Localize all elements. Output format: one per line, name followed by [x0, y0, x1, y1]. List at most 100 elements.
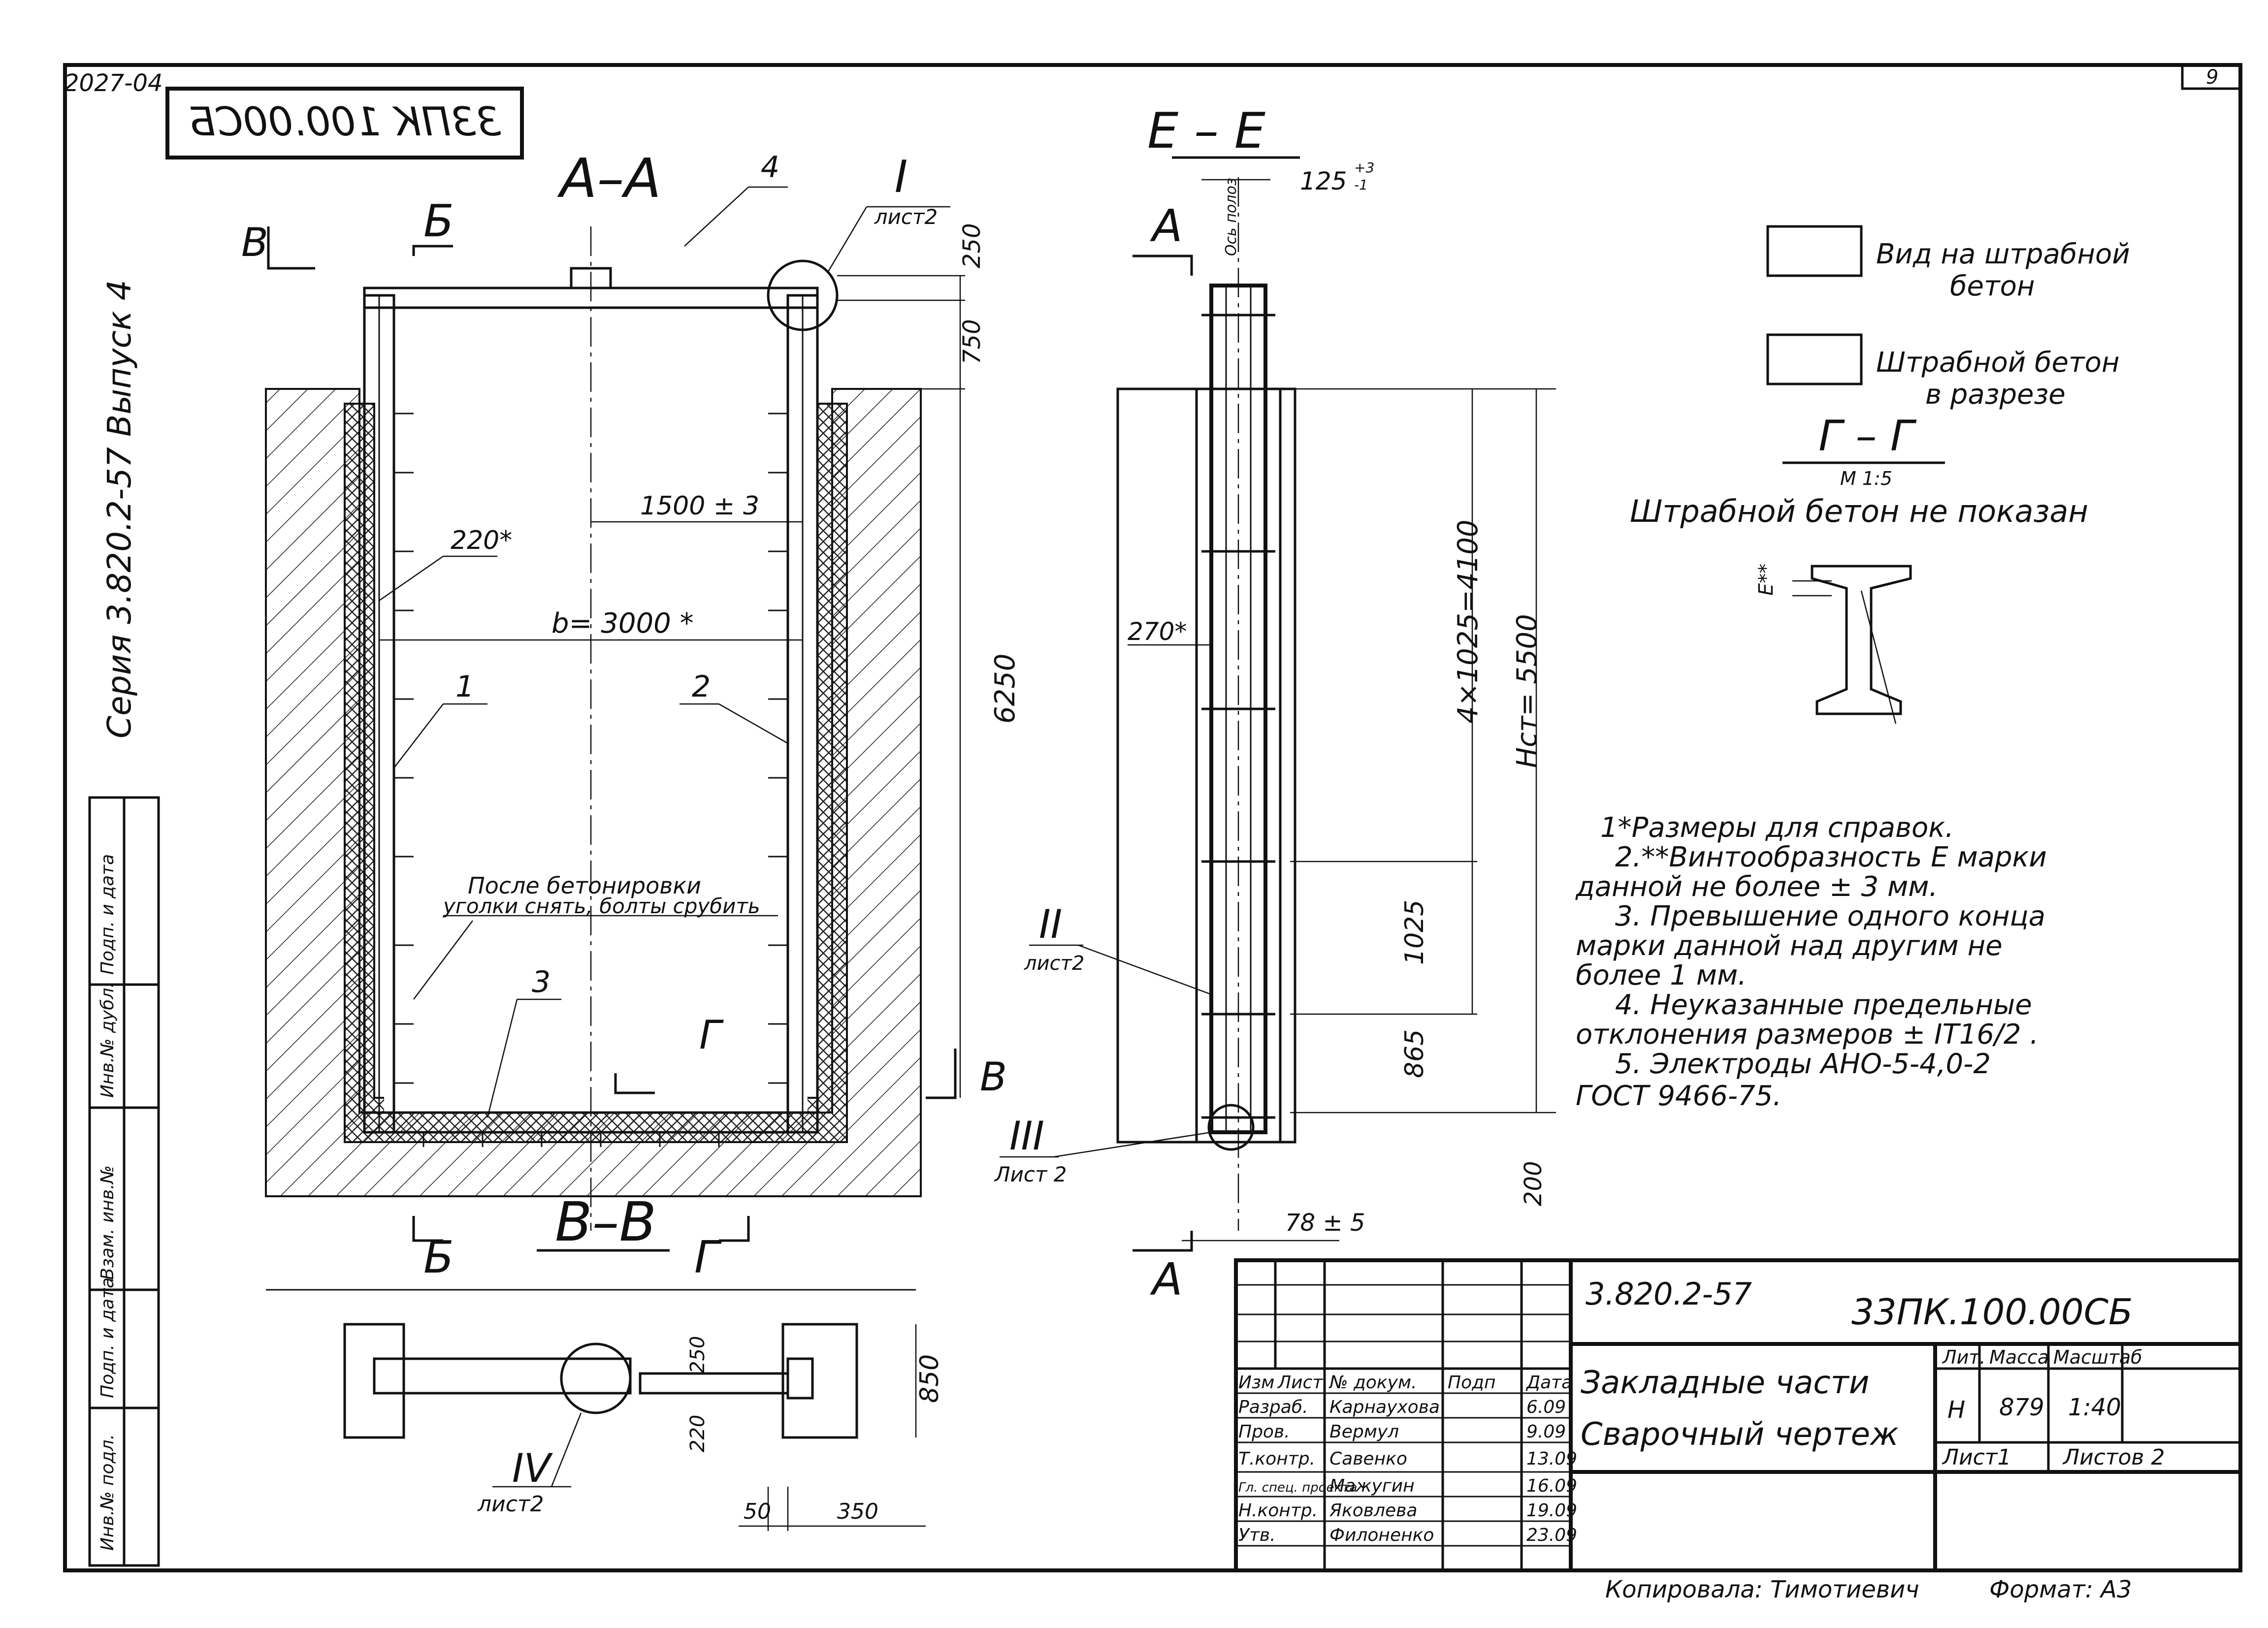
- col-list: Лист: [1277, 1373, 1323, 1393]
- note-4b: отклонения размеров ± IT16/2 .: [1576, 1019, 2039, 1051]
- note-1: 1*Размеры для справок.: [1600, 812, 1954, 844]
- mark-g-aa: Г: [699, 1012, 724, 1058]
- mark-a-top: А: [1150, 200, 1183, 252]
- mark-g-vv: Г: [694, 1232, 722, 1283]
- col-date: Дата: [1525, 1373, 1572, 1393]
- row-role-1: Пров.: [1238, 1422, 1290, 1442]
- title-block: Изм Лист № докум. Подп Дата Разраб. Карн…: [1234, 1258, 2242, 1572]
- row-date-4: 19.09: [1526, 1500, 1577, 1521]
- dim-125: 125: [1300, 167, 1347, 195]
- row-date-2: 13.09: [1526, 1449, 1577, 1469]
- row-name-2: Савенко: [1329, 1449, 1407, 1469]
- stamp-podp-data-1: Подп. и дата: [97, 1277, 118, 1398]
- scale-value: 1:40: [2068, 1394, 2121, 1421]
- dim-b-3000: b= 3000 *: [551, 607, 694, 639]
- mark-e: Е**: [1755, 564, 1778, 596]
- lit-header: Лит.: [1942, 1346, 1986, 1368]
- node-iii-label: III: [1009, 1113, 1044, 1159]
- title-line1: Закладные части: [1581, 1365, 1869, 1401]
- legend-item1-line2: бетон: [1950, 270, 2035, 302]
- row-role-4: Н.контр.: [1238, 1500, 1318, 1521]
- title-line2: Сварочный чертеж: [1581, 1416, 1899, 1453]
- legend-item1-line1: Вид на штрабной: [1876, 238, 2130, 270]
- dim-6250: 6250: [989, 653, 1021, 724]
- left-stamp: Инв.№ подл. Подп. и дата Взам. инв.№ Инв…: [88, 796, 160, 1567]
- section-gg: Г – Г М 1:5 Штрабной бетон не показан Е*…: [1630, 412, 2088, 724]
- legend-cross-swatch: [1766, 333, 1863, 385]
- stamp-inv-podl: Инв.№ подл.: [97, 1434, 118, 1551]
- axis-polozy: Ось полоз: [1223, 178, 1240, 256]
- mark-a-bottom: А: [1150, 1254, 1183, 1306]
- dim-125-tol-dn: -1: [1354, 177, 1368, 193]
- note-after-concrete-1: После бетонировки: [468, 872, 701, 899]
- row-date-1: 9.09: [1526, 1422, 1566, 1442]
- row-name-4: Яковлева: [1329, 1500, 1417, 1521]
- legend-item2-line2: в разрезе: [1925, 379, 2066, 411]
- row-role-0: Разраб.: [1238, 1397, 1308, 1417]
- view-vv-title: В–В: [555, 1190, 656, 1253]
- dim-200: 200: [1520, 1161, 1547, 1206]
- row-date-0: 6.09: [1526, 1397, 1566, 1417]
- stamp-vzam-inv: Взам. инв.№: [97, 1165, 118, 1280]
- dim-350: 350: [837, 1499, 878, 1524]
- mass-header: Масса: [1989, 1346, 2049, 1368]
- note-3a: 3. Превышение одного конца: [1615, 900, 2045, 932]
- sheets-label: Листов 2: [2062, 1445, 2165, 1470]
- note-5a: 5. Электроды АНО-5-4,0-2: [1615, 1048, 1991, 1080]
- series-label: Серия 3.820.2-57 Выпуск 4: [100, 280, 138, 738]
- doc-code: 33ПК.100.00СБ: [1851, 1291, 2133, 1333]
- anchors-aa: [394, 413, 788, 1147]
- node-iv-label: IV: [512, 1445, 553, 1491]
- concrete-body-ee: [1116, 387, 1296, 1144]
- row-name-1: Вермул: [1329, 1422, 1399, 1442]
- dim-125-tol-up: +3: [1354, 160, 1374, 176]
- row-role-5: Утв.: [1238, 1525, 1276, 1545]
- dim-220: 220*: [451, 526, 512, 555]
- pos-4: 4: [761, 150, 779, 185]
- notes: 1*Размеры для справок. 2.**Винтообразнос…: [1575, 812, 2047, 1112]
- stamp-podp-data-2: Подп. и дата: [97, 854, 118, 975]
- mirrored-stamp-box: [165, 87, 524, 160]
- node-ii-sheet: лист2: [1024, 952, 1084, 975]
- anchors-ee: [1201, 314, 1275, 1119]
- node-i-sheet: лист2: [874, 205, 938, 229]
- vv-beam: [373, 1357, 632, 1395]
- view-aa-title: А–А: [557, 147, 661, 210]
- sheet-number-box: [2181, 64, 2242, 90]
- dim-220-vv: 220: [686, 1415, 709, 1452]
- node-iv-sheet: лист2: [477, 1492, 544, 1517]
- legend-hatch-swatch: [1766, 225, 1863, 277]
- dim-250-vv: 250: [686, 1336, 709, 1373]
- node-iii-sheet: Лист 2: [994, 1162, 1067, 1186]
- view-aa: А–А: [241, 147, 1021, 1231]
- row-name-0: Карнаухова: [1329, 1397, 1440, 1417]
- pos-2: 2: [692, 670, 711, 704]
- dim-250-aa: 250: [958, 223, 986, 268]
- dim-4x1025: 4×1025=4100: [1452, 519, 1484, 724]
- mark-b-top: Б: [423, 195, 454, 247]
- note-5b: ГОСТ 9466-75.: [1576, 1080, 1782, 1112]
- row-name-3: Мажугин: [1329, 1476, 1415, 1496]
- series-code: 3.820.2-57: [1586, 1276, 1752, 1312]
- dim-1025: 1025: [1400, 900, 1429, 965]
- view-vv: В–В Б Г IV лист2 850 250 220 50 350: [266, 1190, 944, 1531]
- dim-50: 50: [744, 1499, 771, 1524]
- dim-hst: Нст= 5500: [1511, 614, 1543, 768]
- legend-item2-line1: Штрабной бетон: [1876, 347, 2119, 379]
- col-izm: Изм: [1238, 1373, 1274, 1393]
- mark-v-bottom: В: [980, 1054, 1007, 1100]
- dim-270: 270*: [1128, 617, 1187, 646]
- copied-by: Копировала: Тимотиевич: [1605, 1576, 1919, 1603]
- node-i-label: I: [895, 151, 908, 203]
- note-3c: более 1 мм.: [1576, 959, 1747, 991]
- rail-profile: [1811, 565, 1912, 715]
- vv-block-right: [781, 1323, 858, 1439]
- dim-1500: 1500 ± 3: [640, 491, 759, 521]
- dim-750-aa: 750: [958, 319, 986, 364]
- lit-value: Н: [1947, 1396, 1965, 1424]
- stamp-inv-dubl: Инв.№ дубл.: [97, 982, 118, 1098]
- scale-header: Масштаб: [2053, 1346, 2142, 1368]
- corner-code: 2027-04: [64, 69, 163, 97]
- legend: Вид на штрабной бетон Штрабной бетон в р…: [1766, 225, 2130, 411]
